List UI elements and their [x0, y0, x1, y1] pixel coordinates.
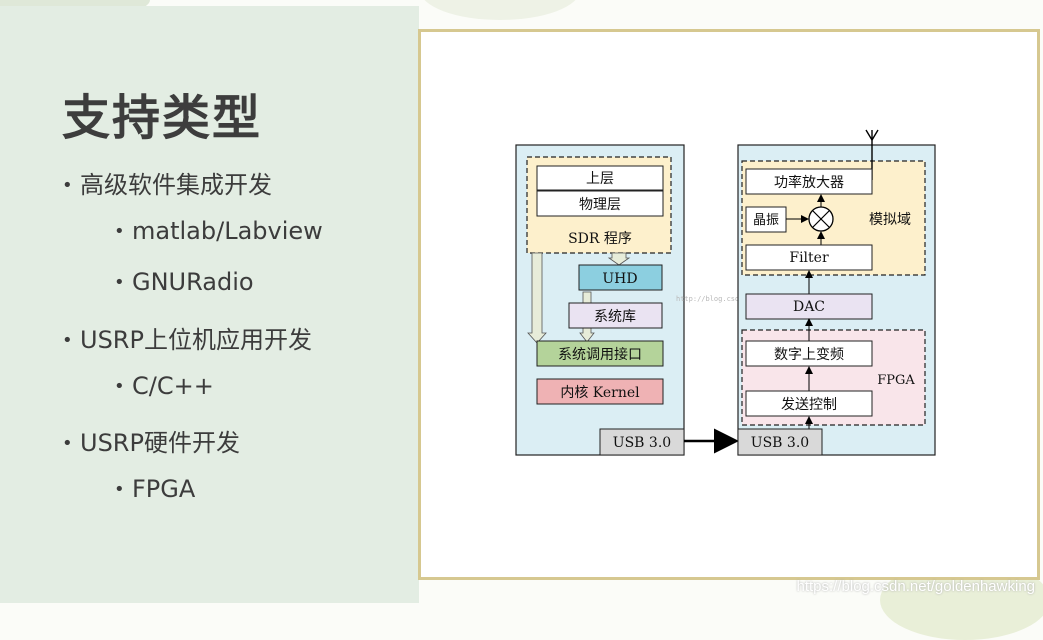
dac-box — [745, 293, 873, 320]
bullet-level1: •USRP硬件开发 — [62, 429, 240, 457]
tx-control-box — [745, 390, 873, 417]
watermark: https://blog.csdn.net/goldenhawking — [796, 578, 1036, 595]
left-panel — [0, 6, 419, 603]
bullet-level2: •FPGA — [114, 475, 196, 503]
bullet-text: FPGA — [132, 475, 196, 503]
upper-layer-box — [536, 165, 664, 191]
bullet-level2: •C/C++ — [114, 372, 214, 400]
slide-title: 支持类型 — [62, 90, 263, 146]
physical-layer-label: 物理层 — [579, 197, 621, 213]
background-decoration — [420, 0, 580, 20]
syscall-box — [536, 340, 664, 367]
physical-layer-box — [536, 190, 664, 217]
bullet-level2: •matlab/Labview — [114, 217, 323, 245]
antenna-icon — [865, 129, 879, 142]
host-usb-label: USB 3.0 — [613, 435, 671, 451]
bullet-level2: •GNURadio — [114, 268, 254, 296]
diagram-faint-mark: http://blog.csdn.net/ — [676, 295, 765, 303]
syscall-label: 系统调用接口 — [558, 346, 642, 363]
bullet-text: matlab/Labview — [132, 217, 323, 245]
duc-label: 数字上变频 — [774, 347, 844, 363]
filter-label: Filter — [789, 250, 829, 266]
upper-layer-label: 上层 — [586, 171, 614, 187]
bullet-text: C/C++ — [132, 372, 214, 400]
hollow-arrow-to-uhd — [607, 252, 631, 266]
bullet-text: 高级软件集成开发 — [80, 171, 272, 199]
oscillator-label: 晶振 — [753, 213, 779, 228]
analog-domain-label: 模拟域 — [869, 212, 911, 228]
bullet-level1: •USRP上位机应用开发 — [62, 326, 312, 354]
syslib-label: 系统库 — [594, 309, 636, 325]
device-usb-box — [737, 428, 823, 456]
mixer-icon — [812, 210, 830, 228]
tx-control-label: 发送控制 — [781, 397, 837, 413]
device-usb-label: USB 3.0 — [751, 435, 809, 451]
fpga-label: FPGA — [877, 373, 915, 388]
oscillator-box — [745, 206, 787, 233]
power-amp-label: 功率放大器 — [774, 174, 844, 191]
dac-label: DAC — [793, 299, 825, 315]
kernel-label: 内核 Kernel — [560, 385, 640, 401]
hollow-arrow-left — [527, 252, 547, 344]
sdr-program-label: SDR 程序 — [568, 231, 632, 247]
bullet-level1: •高级软件集成开发 — [62, 171, 272, 199]
kernel-box — [536, 378, 664, 405]
bullet-text: GNURadio — [132, 268, 254, 296]
power-amp-box — [745, 168, 873, 195]
bullet-text: USRP硬件开发 — [80, 429, 240, 457]
syslib-box — [568, 302, 663, 329]
host-usb-box — [599, 428, 685, 456]
usrp-architecture-diagram: 上层 物理层 SDR 程序 UHD 系统库 系统调用接口 内核 Kernel U… — [515, 129, 936, 456]
uhd-label: UHD — [602, 271, 637, 287]
bullet-text: USRP上位机应用开发 — [80, 326, 312, 354]
uhd-box — [578, 264, 663, 291]
